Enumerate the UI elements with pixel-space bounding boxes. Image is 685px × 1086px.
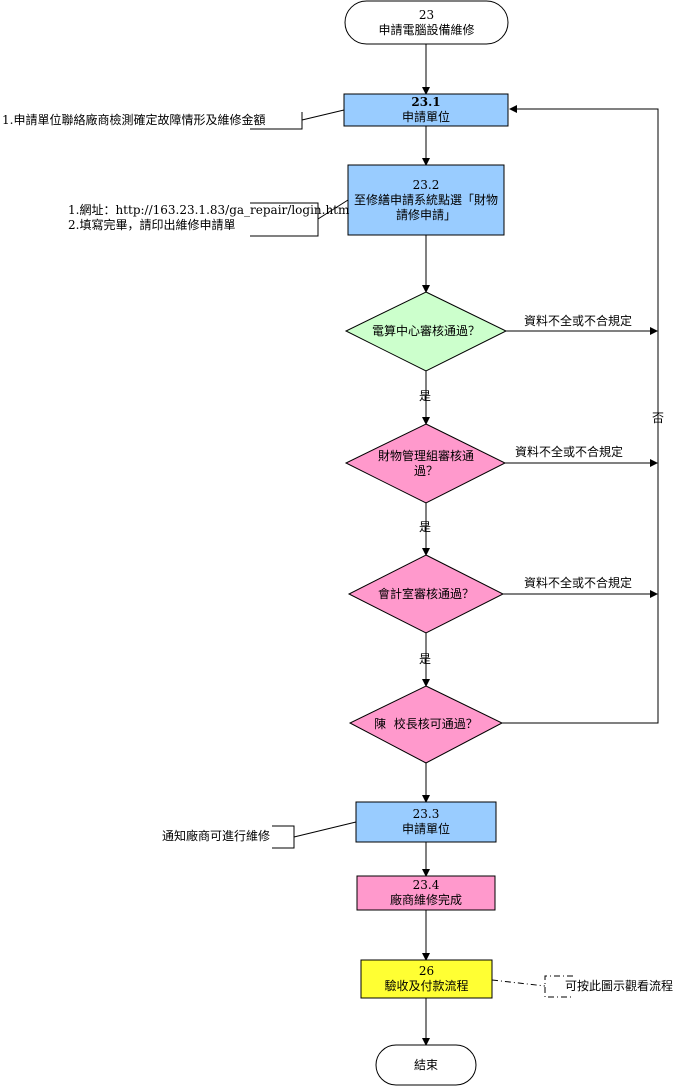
process-23-3-box bbox=[355, 801, 497, 843]
start-label: 申請電腦設備維修 bbox=[378, 22, 475, 37]
note-26-bracket bbox=[544, 975, 573, 998]
end-label: 結束 bbox=[413, 1057, 438, 1072]
d1-yes-label: 是 bbox=[419, 389, 432, 403]
note-26-connector bbox=[491, 979, 546, 987]
d2-yes-label: 是 bbox=[419, 520, 432, 534]
end-node: 結束 bbox=[376, 1045, 476, 1085]
decision-d2-label: 財物管理組審核通過？ bbox=[377, 448, 474, 478]
decision-d4: 陳 校長核可通過？ bbox=[350, 686, 502, 763]
d2-no-label: 資料不全或不合規定 bbox=[515, 445, 624, 459]
process-23-2: 23.2 至修繕申請系統點選「財物請修申請」 bbox=[352, 168, 500, 232]
process-23-3-label: 申請單位 bbox=[401, 822, 450, 836]
decision-d4-label: 陳 校長核可通過？ bbox=[374, 717, 478, 731]
loop-no-label: 否 bbox=[652, 411, 665, 425]
note-23-2-line2: 2.填寫完畢，請印出維修申請單 bbox=[68, 218, 236, 232]
loop-back-line bbox=[496, 105, 659, 724]
process-23-2-label: 至修繕申請系統點選「財物請修申請」 bbox=[353, 192, 498, 222]
process-26-box[interactable] bbox=[360, 959, 493, 999]
note-23-3-connector bbox=[293, 821, 357, 838]
decision-d2-shape bbox=[344, 423, 507, 504]
decision-d3-shape bbox=[347, 554, 505, 634]
process-26-link[interactable]: 26 驗收及付款流程 bbox=[361, 960, 492, 998]
process-26-label: 驗收及付款流程 bbox=[384, 979, 469, 993]
note-23-2-line1: 1.網址：http://163.23.1.83/ga_repair/login.… bbox=[68, 203, 350, 217]
start-node: 23 申請電腦設備維修 bbox=[345, 1, 508, 44]
decision-d1: 電算中心審核通過？ bbox=[346, 292, 506, 371]
process-23-4: 23.4 廠商維修完成 bbox=[357, 876, 495, 910]
decision-d3-label: 會計室審核通過？ bbox=[377, 586, 474, 601]
decision-d2: 財物管理組審核通過？ bbox=[366, 424, 486, 503]
process-23-3: 23.3 申請單位 bbox=[356, 802, 496, 842]
process-23-1-box bbox=[343, 93, 509, 127]
process-23-4-box bbox=[356, 875, 496, 911]
note-23-1-connector bbox=[301, 109, 345, 121]
note-26-text[interactable]: 可按此圖示觀看流程 bbox=[565, 979, 674, 993]
d3-yes-label: 是 bbox=[419, 652, 432, 666]
note-23-1-text: 1.申請單位聯絡廠商檢測確定故障情形及維修金額 bbox=[2, 113, 266, 127]
process-23-4-number: 23.4 bbox=[412, 878, 440, 892]
process-23-4-label: 廠商維修完成 bbox=[389, 893, 462, 907]
d3-no-label: 資料不全或不合規定 bbox=[524, 576, 633, 590]
d1-no-label: 資料不全或不合規定 bbox=[524, 314, 633, 328]
process-26-number: 26 bbox=[418, 964, 435, 978]
decision-d3: 會計室審核通過？ bbox=[349, 555, 503, 633]
decision-d4-shape bbox=[348, 685, 504, 764]
process-23-1-number: 23.1 bbox=[411, 95, 441, 109]
decision-d1-shape bbox=[344, 291, 508, 372]
decision-d1-label: 電算中心審核通過？ bbox=[371, 324, 480, 338]
note-23-3-text: 通知廠商可進行維修 bbox=[162, 829, 271, 843]
end-terminator bbox=[375, 1044, 477, 1086]
start-number: 23 bbox=[418, 7, 435, 22]
process-23-3-number: 23.3 bbox=[412, 807, 440, 821]
note-23-2-connector bbox=[317, 199, 349, 220]
note-23-1-bracket bbox=[250, 112, 303, 130]
process-23-1-label: 申請單位 bbox=[401, 110, 450, 124]
note-23-2-bracket bbox=[250, 202, 319, 237]
process-23-2-number: 23.2 bbox=[412, 177, 440, 192]
note-23-3-bracket bbox=[272, 825, 295, 849]
process-23-2-box bbox=[347, 164, 505, 236]
process-23-1: 23.1 申請單位 bbox=[344, 94, 508, 126]
